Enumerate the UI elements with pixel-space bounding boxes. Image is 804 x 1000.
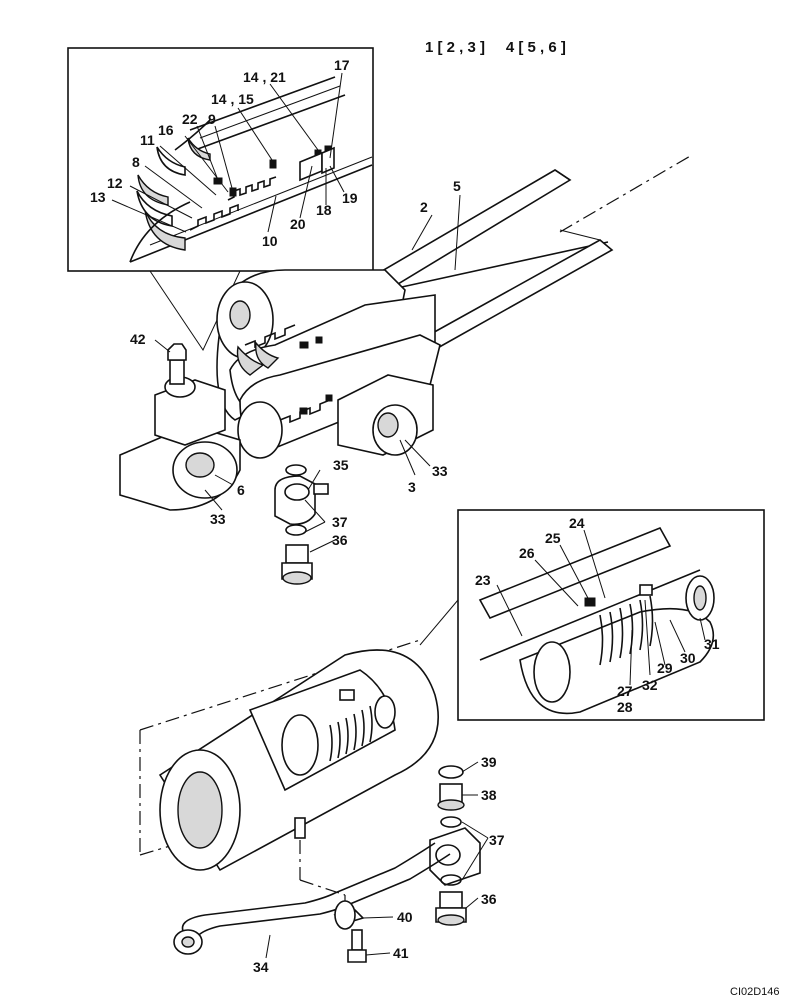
part-label: 40 (397, 909, 413, 925)
part-label: 30 (680, 650, 696, 666)
part-label: 14 , 21 (243, 69, 286, 85)
part-label: 27 (617, 683, 633, 699)
part-label: 29 (657, 660, 673, 676)
part-label: 33 (210, 511, 226, 527)
assembly-header: 1 [ 2 , 3 ] 4 [ 5 , 6 ] (425, 39, 566, 56)
part-label: 24 (569, 515, 585, 531)
part-label: 8 (132, 154, 140, 170)
part-label: 31 (704, 636, 720, 652)
part-label: 11 (140, 132, 155, 148)
figure-code: CI02D146 (730, 986, 780, 998)
part-label: 10 (262, 233, 278, 249)
part-label: 28 (617, 699, 633, 715)
part-label: 37 (332, 514, 348, 530)
part-label: 9 (208, 111, 216, 127)
part-label: 5 (453, 178, 461, 194)
part-label: 14 , 15 (211, 91, 254, 107)
part-label: 38 (481, 787, 497, 803)
part-label: 41 (393, 945, 409, 961)
part-label: 13 (90, 189, 106, 205)
part-label: 3 (408, 479, 416, 495)
part-label: 25 (545, 530, 561, 546)
part-label: 36 (481, 891, 497, 907)
part-label: 12 (107, 175, 123, 191)
part-label: 17 (334, 57, 350, 73)
part-label: 26 (519, 545, 535, 561)
part-label: 22 (182, 111, 198, 127)
part-label: 34 (253, 959, 269, 975)
part-label: 2 (420, 199, 428, 215)
part-label: 36 (332, 532, 348, 548)
part-label: 18 (316, 202, 332, 218)
part-label: 16 (158, 122, 174, 138)
part-label: 6 (237, 482, 245, 498)
part-label: 33 (432, 463, 448, 479)
part-label: 20 (290, 216, 306, 232)
part-label: 42 (130, 331, 146, 347)
cylinder-rod-assembly (119, 154, 693, 585)
part-label: 19 (342, 190, 358, 206)
piston-seal-detail-inset (419, 509, 765, 721)
part-label: 39 (481, 754, 497, 770)
cylinder-head-assembly (139, 639, 489, 963)
part-label: 23 (475, 572, 491, 588)
part-number-labels: 17 14 , 21 14 , 15 22 9 16 11 8 12 13 10… (90, 57, 720, 975)
part-label: 37 (489, 832, 505, 848)
part-label: 35 (333, 457, 349, 473)
part-label: 32 (642, 677, 658, 693)
rod-seal-detail-inset (67, 47, 374, 352)
